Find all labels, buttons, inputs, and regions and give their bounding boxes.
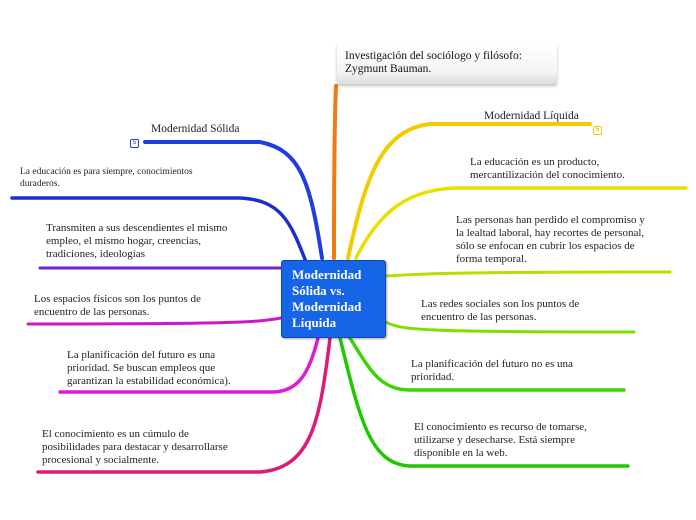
left-item-5-line-1: El conocimiento es un cúmulo de: [42, 428, 189, 440]
left-branch-badge[interactable]: 5: [130, 139, 139, 148]
right-item-4-line-2: prioridad.: [411, 371, 455, 383]
left-item-3[interactable]: Los espacios físicos son los puntos de e…: [34, 293, 201, 319]
connector-right-3: [384, 320, 636, 334]
top-note-line-1: Investigación del sociólogo y filósofo:: [345, 50, 522, 62]
left-item-5[interactable]: El conocimiento es un cúmulo de posibili…: [42, 428, 228, 467]
right-item-1[interactable]: La educación es un producto, mercantiliz…: [470, 156, 625, 182]
left-item-1-line-2: duraderos.: [20, 179, 60, 189]
left-item-1[interactable]: La educación es para siempre, conocimien…: [20, 166, 193, 190]
right-item-3-line-2: encuentro de las personas.: [421, 311, 537, 323]
central-node-line-1: Modernidad: [292, 267, 362, 282]
right-item-1-line-1: La educación es un producto,: [470, 156, 600, 168]
left-item-1-line-1: La educación es para siempre, conocimien…: [20, 167, 193, 177]
top-note-line-2: Zygmunt Bauman.: [345, 63, 432, 75]
left-item-4-line-2: prioridad. Se buscan empleos que: [67, 362, 216, 374]
connector-right-title: [346, 122, 592, 260]
left-item-4-line-3: garantizan la estabilidad económica).: [67, 375, 231, 387]
left-item-5-line-2: posibilidades para destacar y desarrolla…: [42, 441, 228, 453]
left-item-2-line-3: tradiciones, ideologías: [46, 248, 145, 260]
right-item-3[interactable]: Las redes sociales son los puntos de enc…: [421, 298, 579, 324]
right-item-5[interactable]: El conocimiento es recurso de tomarse, u…: [414, 421, 587, 460]
right-item-2-line-4: forma temporal.: [456, 253, 527, 265]
right-item-4-line-1: La planificación del futuro no es una: [411, 358, 573, 370]
right-item-3-line-1: Las redes sociales son los puntos de: [421, 298, 580, 310]
left-item-3-line-1: Los espacios físicos son los puntos de: [34, 293, 201, 305]
right-item-2-line-1: Las personas han perdido el compromiso y: [456, 214, 645, 226]
connector-right-1: [354, 186, 688, 260]
right-branch-badge[interactable]: 5: [593, 126, 602, 135]
connector-right-5: [338, 336, 630, 468]
connector-top-note: [332, 84, 338, 260]
left-item-4[interactable]: La planificación del futuro es una prior…: [67, 349, 231, 388]
top-note[interactable]: Investigación del sociólogo y filósofo: …: [337, 44, 557, 84]
connector-left-title: [143, 140, 324, 260]
connector-right-2: [384, 270, 672, 278]
central-node-line-4: Líquida: [292, 315, 337, 330]
left-branch-title[interactable]: Modernidad Sólida: [151, 123, 240, 135]
central-node-line-2: Sólida vs.: [292, 283, 345, 298]
connector-left-1: [10, 196, 308, 264]
left-item-2-line-1: Transmiten a sus descendientes el mismo: [46, 222, 228, 234]
right-item-5-line-1: El conocimiento es recurso de tomarse,: [414, 421, 587, 433]
left-item-2[interactable]: Transmiten a sus descendientes el mismo …: [46, 222, 227, 261]
connector-left-4: [58, 336, 320, 394]
right-item-2-line-3: sólo se enfocan en cubrir los espacios d…: [456, 240, 635, 252]
central-node[interactable]: Modernidad Sólida vs. Modernidad Líquida: [281, 260, 386, 338]
right-item-5-line-3: disponible en la web.: [414, 447, 508, 459]
connector-right-4: [348, 336, 626, 392]
right-branch-title[interactable]: Modernidad Líquida: [484, 110, 579, 122]
right-item-4[interactable]: La planificación del futuro no es una pr…: [411, 358, 573, 384]
right-item-1-line-2: mercantilización del conocimiento.: [470, 169, 625, 181]
left-item-4-line-1: La planificación del futuro es una: [67, 349, 216, 361]
connector-left-5: [36, 336, 332, 474]
left-item-2-line-2: empleo, el mismo hogar, creencias,: [46, 235, 202, 247]
right-item-5-line-2: utilizarse y desecharse. Está siempre: [414, 434, 575, 446]
left-item-3-line-2: encuentro de las personas.: [34, 306, 150, 318]
right-item-2-line-2: la lealtad laboral, hay recortes de pers…: [456, 227, 645, 239]
left-item-5-line-3: procesional y socialmente.: [42, 454, 159, 466]
connector-left-3: [26, 316, 283, 326]
right-item-2[interactable]: Las personas han perdido el compromiso y…: [456, 214, 645, 266]
central-node-line-3: Modernidad: [292, 299, 362, 314]
